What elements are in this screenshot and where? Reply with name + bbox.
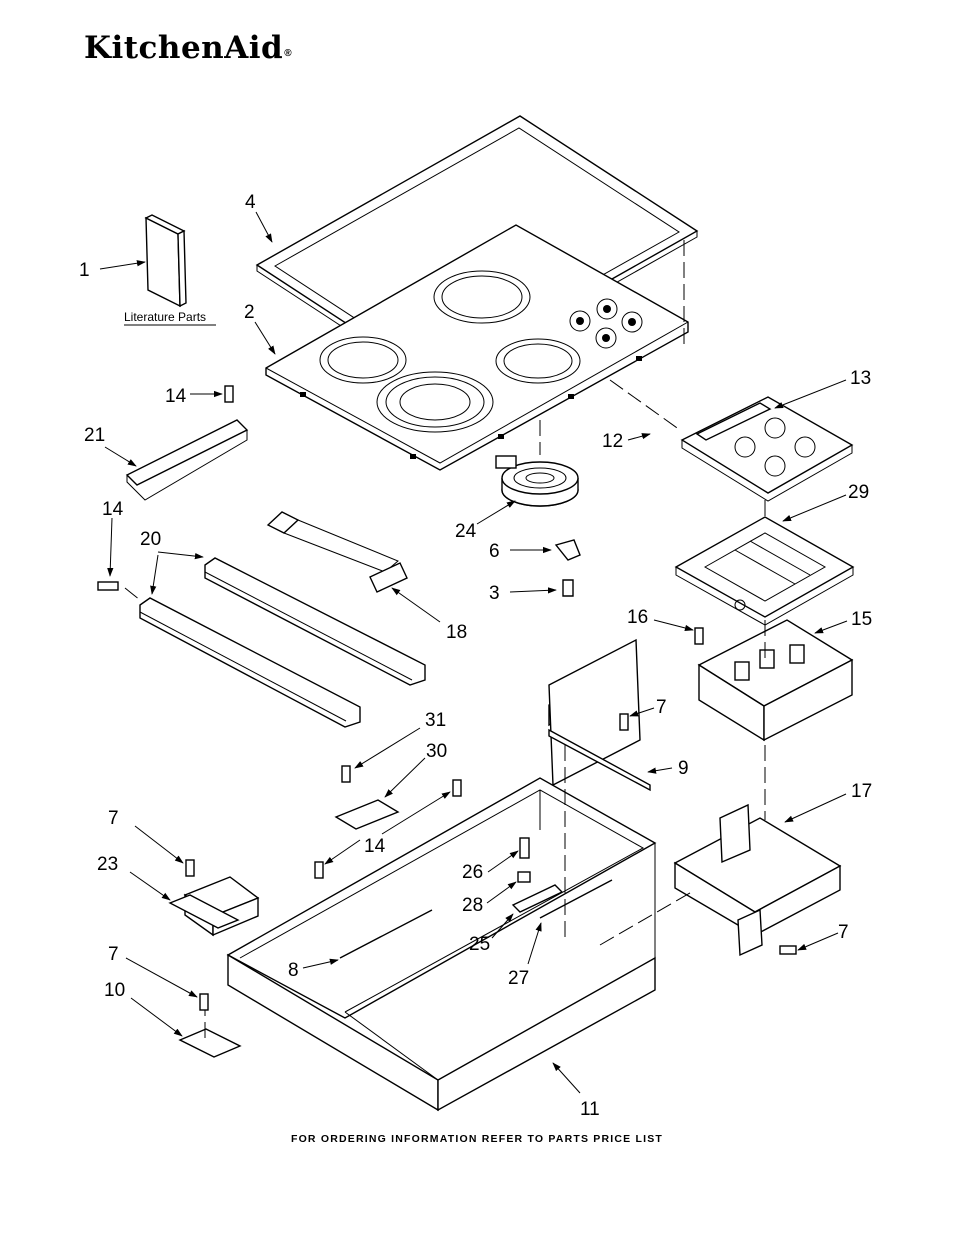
- callout-7-bracket: 7: [656, 697, 667, 718]
- callout-13: 13: [850, 368, 871, 389]
- literature-book: [144, 214, 187, 308]
- cooktop-frame: [265, 224, 689, 471]
- rod-27: [539, 879, 613, 919]
- callout-7-plate: 7: [108, 944, 119, 965]
- side-bracket: [548, 638, 651, 792]
- callout-2: 2: [244, 302, 255, 323]
- callout-14-top: 14: [165, 386, 187, 407]
- screw-3: [562, 579, 574, 597]
- callout-17: 17: [851, 781, 872, 802]
- terminal-block-box: [168, 876, 260, 937]
- callout-6: 6: [489, 541, 500, 562]
- callout-31: 31: [425, 710, 446, 731]
- screw-7a: [619, 713, 629, 731]
- base-pan: [226, 777, 657, 1112]
- support-tray: [674, 516, 855, 626]
- callout-14-left: 14: [102, 499, 124, 520]
- callout-10: 10: [104, 980, 125, 1001]
- electronics-box: [673, 803, 842, 957]
- side-rail-lower: [139, 597, 361, 728]
- screw-7d: [779, 945, 797, 955]
- callout-25: 25: [469, 934, 490, 955]
- screw-26: [519, 837, 530, 859]
- screw-7e: [314, 861, 324, 879]
- callout-27: 27: [508, 968, 529, 989]
- callout-7-electronics: 7: [838, 922, 849, 943]
- callout-23: 23: [97, 854, 118, 875]
- mounting-plate: [178, 1028, 242, 1058]
- callout-7-box: 7: [108, 808, 119, 829]
- screw-31: [341, 765, 351, 783]
- terminal-block: [511, 884, 564, 913]
- callout-9: 9: [678, 758, 689, 779]
- screw-7b: [185, 859, 195, 877]
- callout-26: 26: [462, 862, 483, 883]
- element-clip: [554, 539, 581, 561]
- clip: [334, 799, 400, 830]
- screw-14c: [452, 779, 462, 797]
- screw-14a: [224, 385, 234, 403]
- nut-28: [517, 871, 531, 883]
- ribbon-cable: [266, 511, 408, 593]
- rod-8: [339, 909, 433, 959]
- radiant-element: [495, 455, 579, 507]
- callout-16: 16: [627, 607, 648, 628]
- footer-note: FOR ORDERING INFORMATION REFER TO PARTS …: [290, 1133, 664, 1145]
- callout-3: 3: [489, 583, 500, 604]
- callout-29: 29: [848, 482, 869, 503]
- callout-4: 4: [245, 192, 256, 213]
- screw-14b: [97, 581, 119, 591]
- side-rail-upper: [204, 557, 426, 686]
- callout-24: 24: [455, 521, 477, 542]
- screw-16: [694, 627, 704, 645]
- literature-parts-label: Literature Parts: [124, 310, 206, 324]
- callout-20: 20: [140, 529, 161, 550]
- kitchenaid-logo: KitchenAid®: [84, 30, 293, 66]
- callout-18: 18: [446, 622, 467, 643]
- callout-11: 11: [580, 1099, 600, 1120]
- callout-14-pan: 14: [364, 836, 386, 857]
- mounting-bracket: [125, 419, 249, 501]
- screw-7c: [199, 993, 209, 1011]
- callout-30: 30: [426, 741, 447, 762]
- callout-numbers: 1 2 3 4 6 7 7 7 7 7 8 9 10 11 12 13 14 1…: [79, 192, 872, 1120]
- callout-28: 28: [462, 895, 483, 916]
- callout-21: 21: [84, 425, 105, 446]
- callout-1: 1: [79, 260, 90, 281]
- relay-board: [697, 619, 854, 742]
- leader-arrows: [99, 211, 848, 1094]
- callout-8: 8: [288, 960, 299, 981]
- control-board: [680, 396, 854, 502]
- callout-15: 15: [851, 609, 872, 630]
- callout-12: 12: [602, 431, 623, 452]
